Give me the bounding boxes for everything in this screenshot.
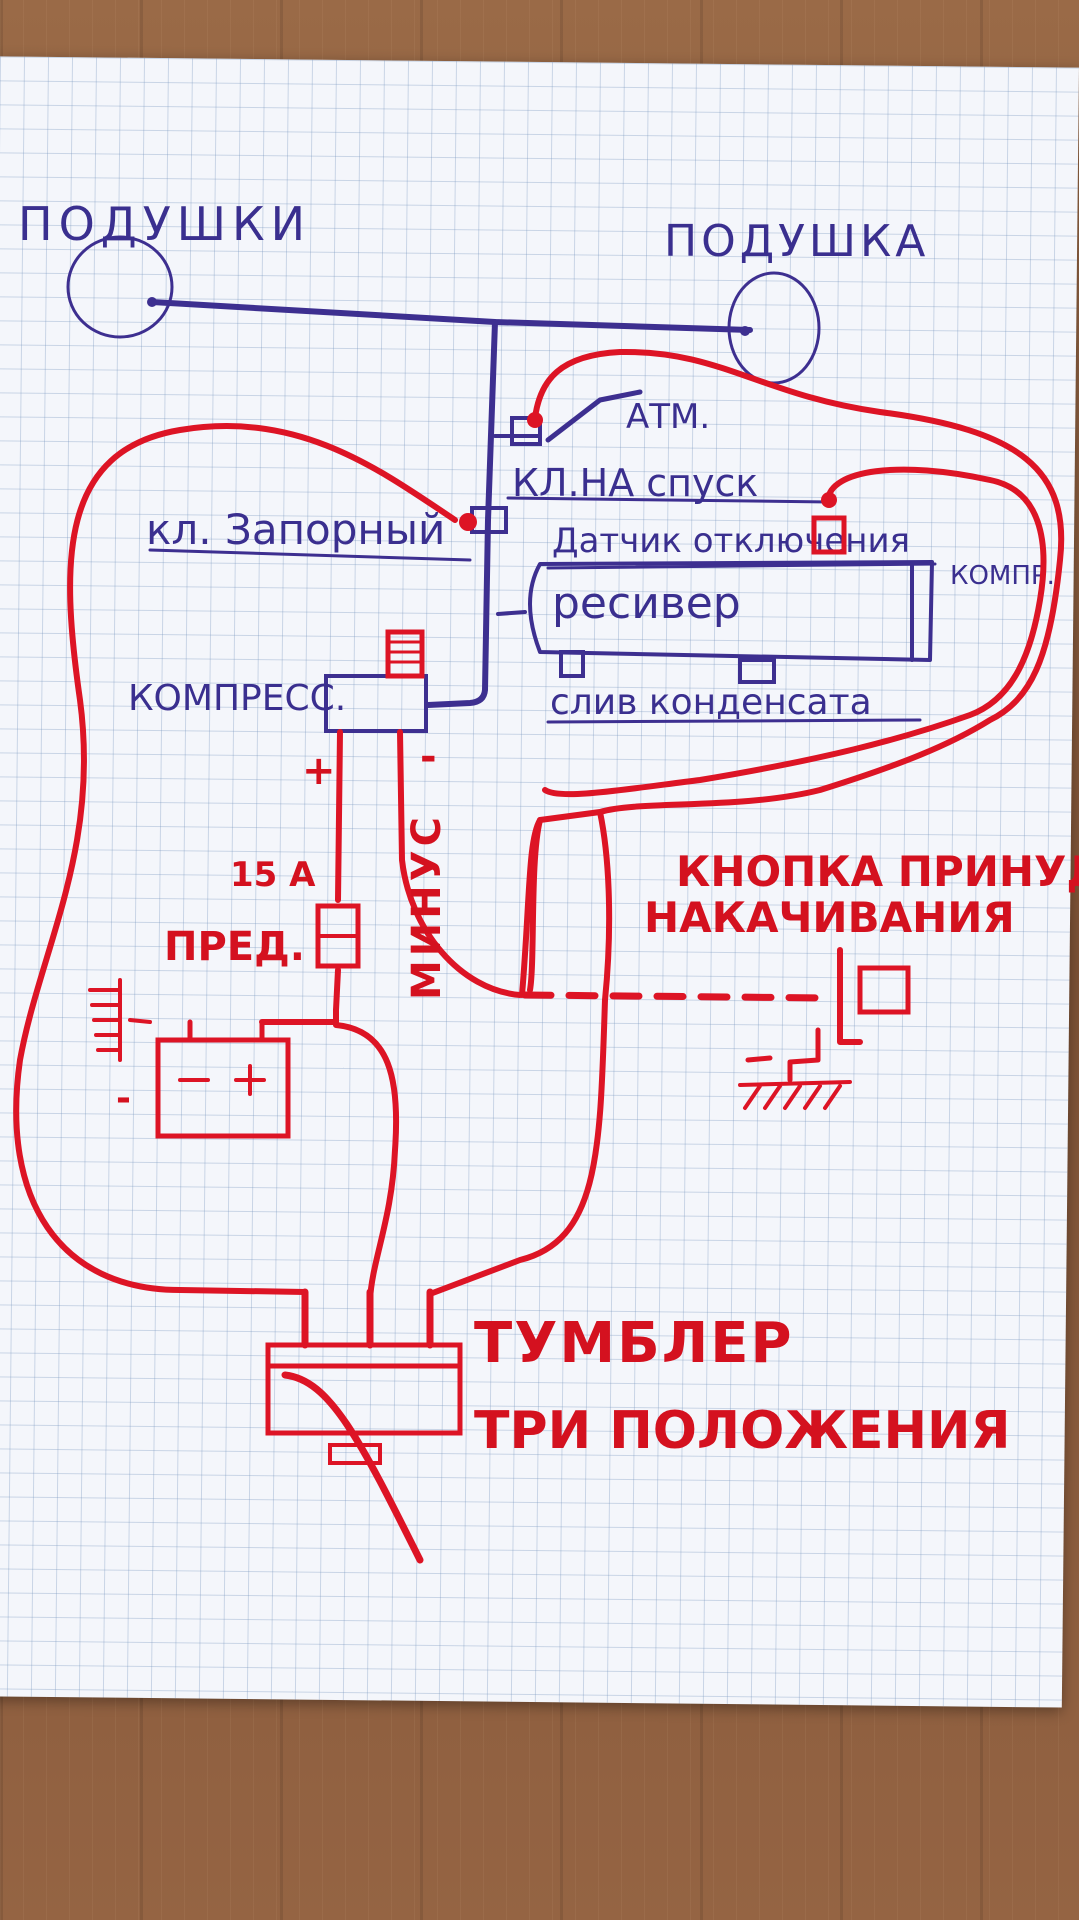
label-battery-ground: - (116, 1078, 131, 1119)
sensor-wire (542, 466, 1047, 798)
compressor-minus-wire (397, 729, 523, 998)
button-ground-icon (738, 1080, 852, 1110)
battery-body (155, 1037, 291, 1139)
label-cushion-right: ПОДУШКА (664, 216, 929, 267)
label-compressor: КОМПРЕСС. (128, 678, 346, 719)
label-toggle-line2: ТРИ ПОЛОЖЕНИЯ (474, 1401, 1011, 1461)
force-inflate-button[interactable] (857, 965, 911, 1015)
toggle-lever[interactable] (281, 1371, 424, 1564)
label-button-line1: КНОПКА ПРИНУДИ- (676, 847, 1079, 896)
label-fuse: ПРЕД. (164, 924, 305, 970)
receiver-tank (528, 560, 934, 662)
atm-exhaust-line (545, 389, 643, 443)
pneumatic-section: ПОДУШКИ ПОДУШКА АТМ. КЛ.НА спуск кл. Зап… (18, 197, 1055, 733)
drain-plug-left (559, 650, 585, 678)
label-minus-sign: - (420, 734, 437, 780)
label-condensate-drain: слив конденсата (550, 682, 872, 723)
label-atm: АТМ. (626, 397, 710, 437)
dashed-button-line (521, 991, 834, 1002)
three-position-toggle-body[interactable] (265, 1342, 463, 1436)
release-valve-body (510, 416, 542, 446)
battery-ground-icon (88, 978, 152, 1062)
main-air-line (149, 299, 753, 333)
vertical-air-line (425, 319, 498, 708)
pressure-sensor-body (811, 515, 847, 555)
label-plus: + (302, 748, 336, 794)
label-button-line2: НАКАЧИВАНИЯ (644, 893, 1015, 942)
electrical-section: + - МИНУС 15 А ПРЕД. - КНОПКА ПРИНУДИ- Н… (13, 348, 1079, 1564)
compressor-plus-wire (333, 729, 343, 1013)
label-fuse-rating: 15 А (230, 855, 316, 895)
label-shutoff-valve: кл. Запорный (146, 505, 445, 554)
label-minus-word: МИНУС (404, 813, 450, 1000)
shutoff-valve-wire (13, 423, 458, 1348)
compressor-coil (385, 629, 425, 679)
label-cushions-left: ПОДУШКИ (18, 197, 311, 251)
label-pressure-sensor: Датчик отключения (552, 521, 910, 561)
release-valve-wire (527, 348, 1065, 993)
label-sensor-compressor: КОМПР. (950, 561, 1055, 591)
label-release-valve: КЛ.НА спуск (512, 461, 758, 505)
left-cushion-circle (66, 235, 174, 339)
drain-plug-right (738, 658, 776, 684)
battery-toggle-wire (333, 1022, 400, 1348)
compressor-body (324, 674, 428, 733)
label-receiver: ресивер (552, 578, 741, 629)
label-toggle-line1: ТУМБЛЕР (474, 1311, 794, 1376)
